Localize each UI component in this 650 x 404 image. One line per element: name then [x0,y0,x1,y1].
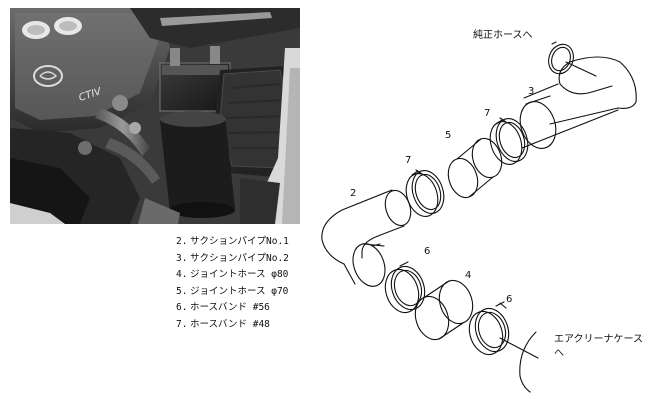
part-number-6-left: 6 [424,246,430,257]
part-number-3: 3 [528,86,534,97]
exploded-parts-diagram: 純正ホースへ 3 7 5 [300,0,650,400]
legend-number: 6. [176,302,188,314]
legend-text: サクションパイプNo.1 [190,236,289,247]
leader-line-bottom [499,337,539,359]
hose-clamp-7-upper [489,117,529,165]
legend-item-6: 6. ホースバンド #56 [176,300,289,317]
legend-number: 3. [176,252,188,264]
hose-clamp-7-lower [405,169,445,217]
legend-item-4: 4. ジョイントホース φ80 [176,267,289,284]
hose-clamp-6-left [384,261,426,314]
legend-item-3: 3. サクションパイプNo.2 [176,251,289,268]
part-number-7-upper: 7 [484,108,490,119]
joint-hose-70 [447,137,503,199]
hose-clamp-6-right [468,301,510,356]
legend-item-7: 7. ホースバンド #48 [176,317,289,334]
label-to-air-cleaner-case: エアクリーナケース [554,333,643,345]
legend-number: 2. [176,236,188,247]
label-to-air-cleaner-case-suffix: へ [554,348,564,359]
legend-text: ジョイントホース φ80 [190,269,289,281]
air-cleaner-outlet [519,331,537,393]
engine-bay-photo: CTIV [10,8,300,224]
legend-item-5: 5. ジョイントホース φ70 [176,284,289,301]
part-number-7-lower: 7 [405,155,411,166]
legend-text: ホースバンド #56 [190,302,270,314]
part-number-5: 5 [445,130,451,141]
legend-text: ホースバンド #48 [190,318,270,330]
leader-line-top [565,61,597,77]
label-to-stock-hose: 純正ホースへ [473,28,533,41]
legend-number: 7. [176,318,188,330]
legend-number: 4. [176,269,188,281]
parts-legend: 2. サクションパイプNo.1 3. サクションパイプNo.2 4. ジョイント… [176,234,289,334]
part-number-6-right: 6 [506,294,512,305]
part-number-4: 4 [465,270,471,281]
legend-number: 5. [176,285,188,297]
suction-pipe-no1 [321,189,412,287]
legend-text: ジョイントホース φ70 [190,285,289,297]
leader-line-2 [371,243,381,247]
suction-pipe-no2 [519,56,637,149]
legend-item-2: 2. サクションパイプNo.1 [176,234,289,251]
part-number-2: 2 [350,188,356,199]
legend-text: サクションパイプNo.2 [190,252,289,264]
joint-hose-80 [414,279,474,341]
